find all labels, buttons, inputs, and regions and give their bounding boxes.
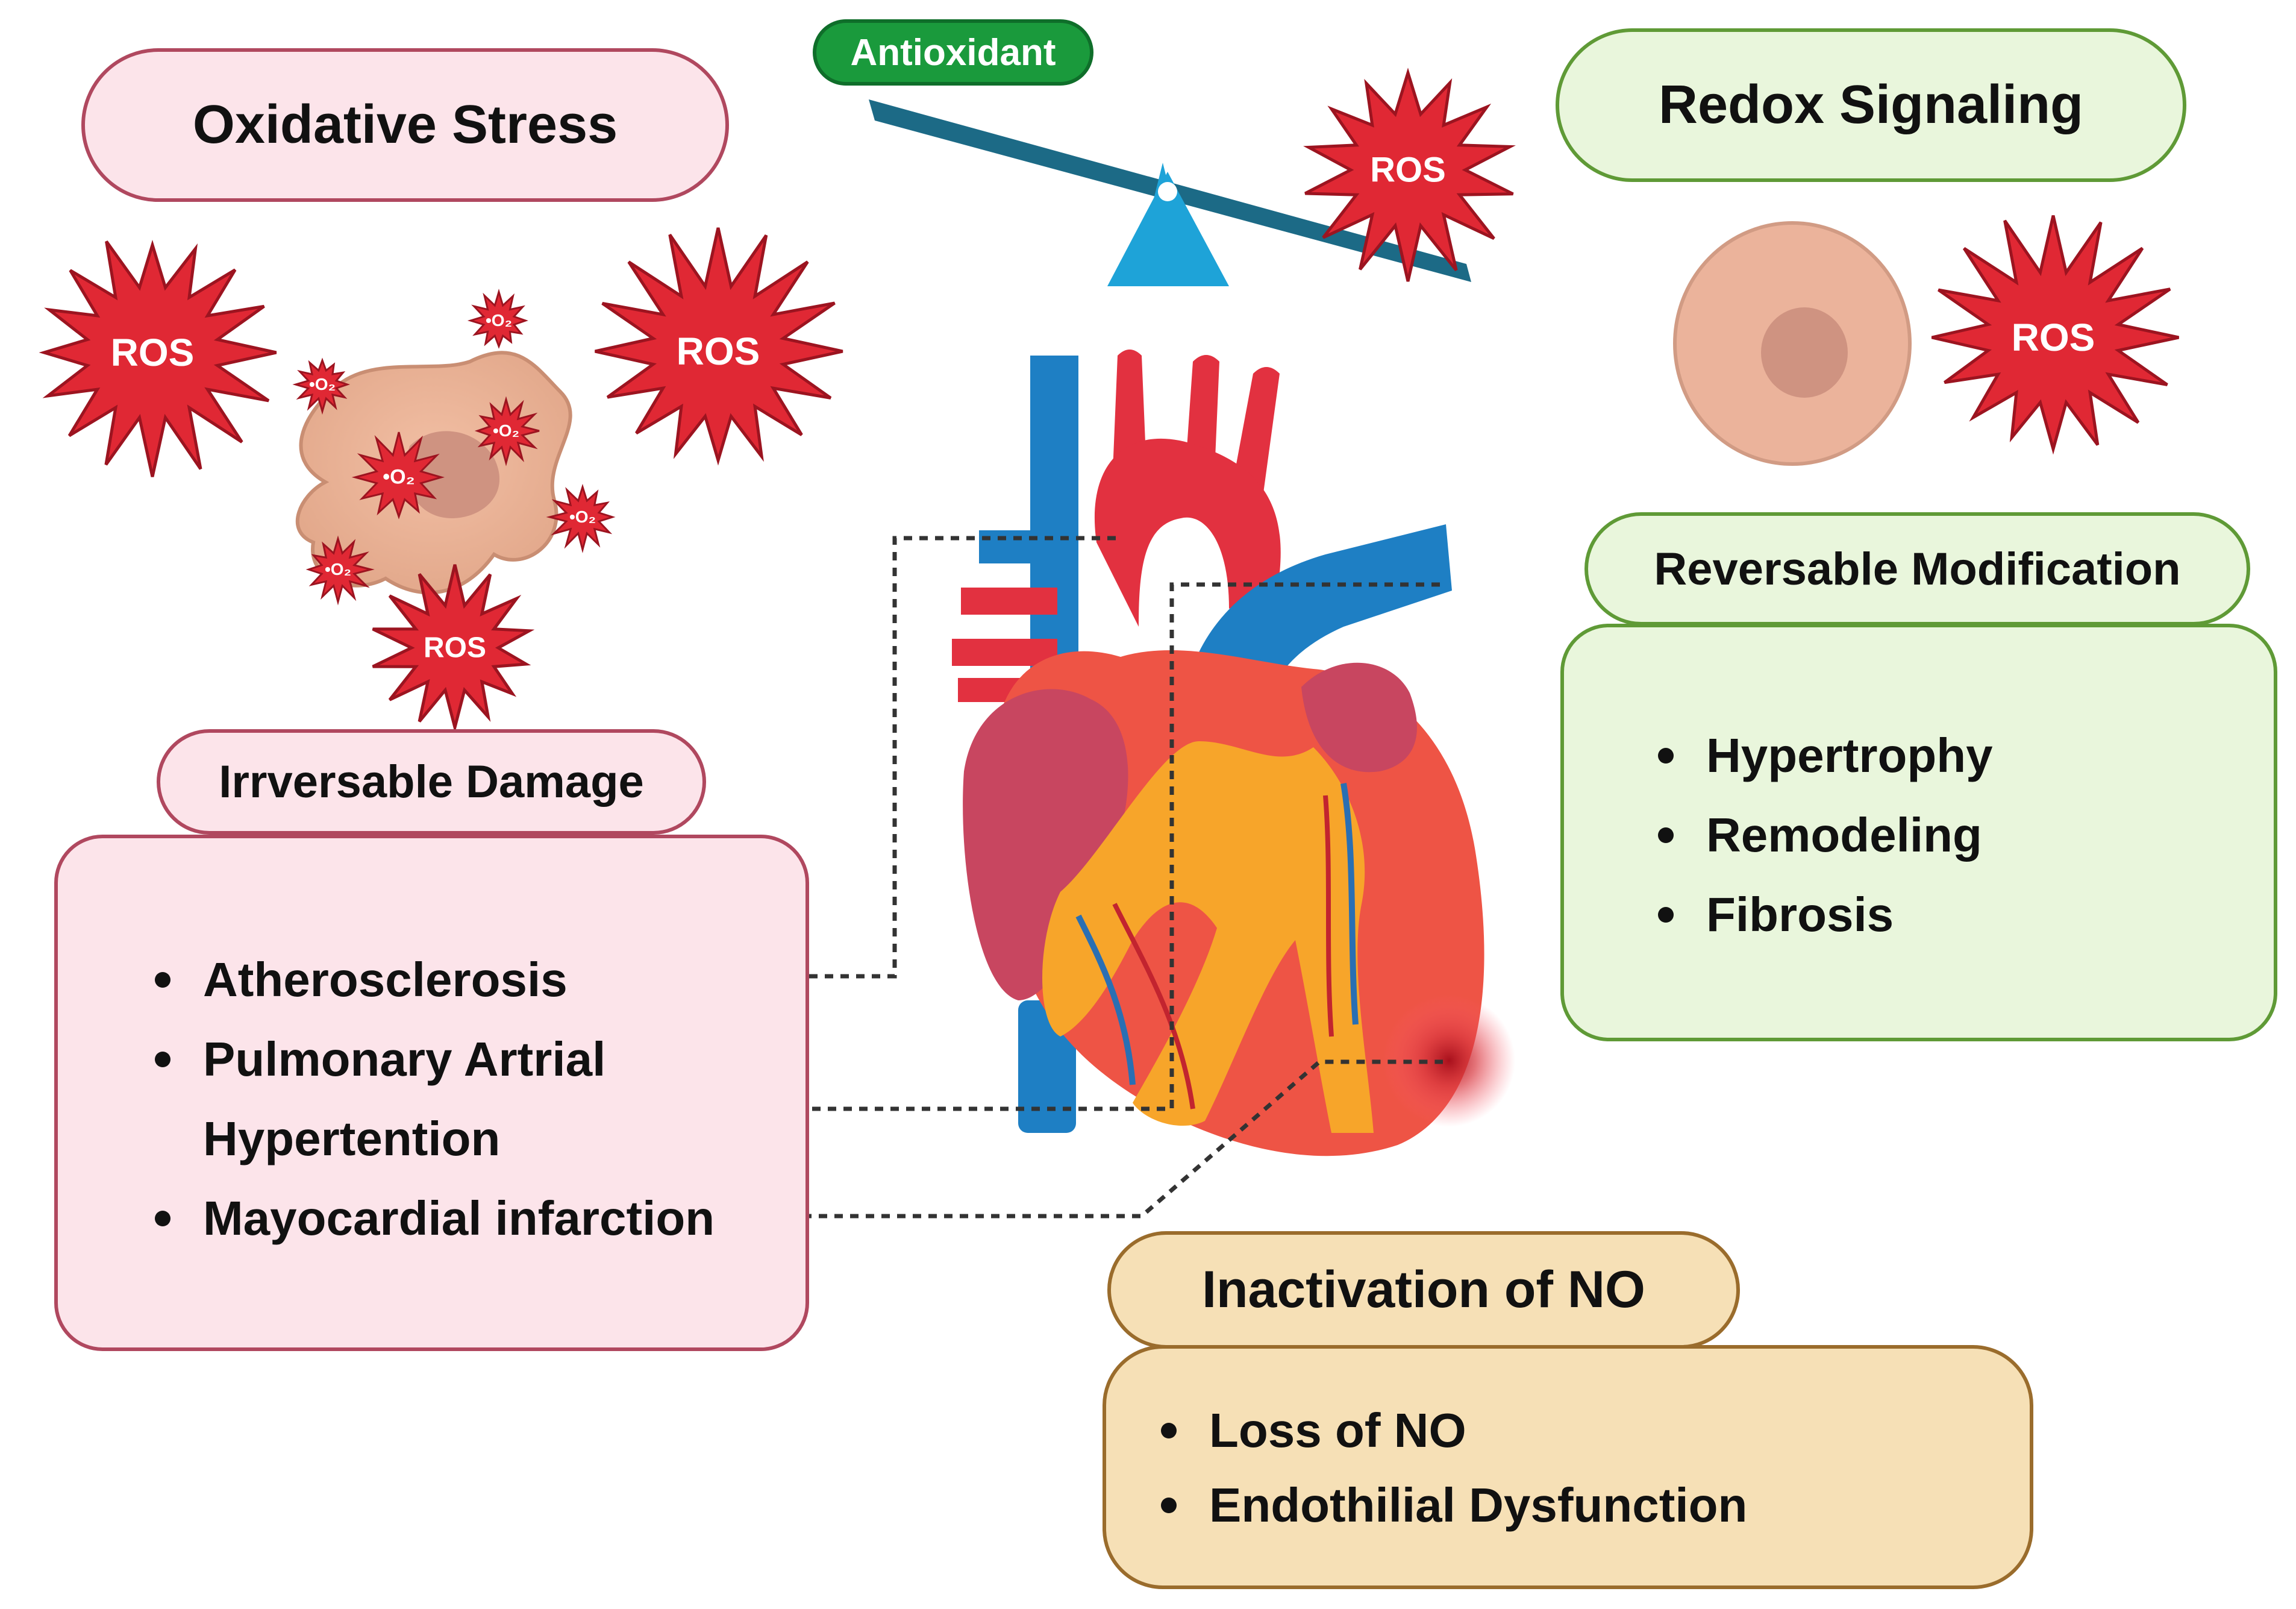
- irreversible-damage-list: Atherosclerosis Pulmonary Artrial Hypert…: [148, 940, 780, 1258]
- list-item: Pulmonary Artrial Hypertention: [148, 1020, 745, 1179]
- superoxide-label: •O₂: [324, 560, 352, 579]
- reversible-modification-list: Hypertrophy Remodeling Fibrosis: [1651, 716, 2223, 955]
- superoxide-burst-icon: [292, 357, 351, 415]
- ros-label: ROS: [110, 331, 195, 374]
- heart-icon: [952, 350, 1515, 1156]
- ros-burst-icon: [595, 227, 843, 466]
- ros-label: ROS: [423, 632, 487, 664]
- ros-label: ROS: [676, 330, 760, 373]
- superoxide-burst-icon: [351, 431, 445, 519]
- ros-burst-icon: [1303, 67, 1516, 282]
- antioxidant-label: Antioxidant: [850, 31, 1056, 74]
- irreversible-damage-header: Irrversable Damage: [157, 729, 706, 835]
- ros-label: ROS: [2011, 316, 2095, 359]
- no-inactivation-label: Inactivation of NO: [1202, 1261, 1645, 1319]
- reversible-modification-label: Reversable Modification: [1654, 543, 2181, 595]
- hypertrophy-item: Hypertrophy: [1706, 729, 1993, 782]
- ros-burst-icon: [1931, 215, 2179, 455]
- fibrosis-item: Fibrosis: [1706, 888, 1894, 941]
- no-inactivation-box: [1103, 1345, 2033, 1589]
- superoxide-label: •O₂: [308, 375, 336, 394]
- antioxidant-tag: Antioxidant: [813, 19, 1093, 86]
- superoxide-burst-icon: [546, 483, 616, 554]
- oxidative-stress-title: Oxidative Stress: [81, 48, 729, 202]
- superoxide-label: •O₂: [383, 465, 415, 489]
- pulmonary-hypertension-item: Pulmonary Artrial Hypertention: [203, 1032, 606, 1165]
- atherosclerosis-item: Atherosclerosis: [203, 953, 568, 1006]
- seesaw: [869, 99, 1471, 286]
- endothelial-dysfunction-item: Endothilial Dysfunction: [1209, 1478, 1748, 1532]
- list-item: Atherosclerosis: [148, 940, 780, 1020]
- ros-stars: [39, 67, 2179, 733]
- list-item: Fibrosis: [1651, 875, 2223, 955]
- redox-signaling-title: Redox Signaling: [1556, 28, 2186, 182]
- no-inactivation-list: Loss of NO Endothilial Dysfunction: [1154, 1393, 1816, 1543]
- healthy-cell-icon: [1673, 221, 1912, 466]
- ros-burst-icon: [39, 239, 277, 477]
- oxidative-stress-label: Oxidative Stress: [192, 95, 618, 155]
- redox-signaling-label: Redox Signaling: [1658, 75, 2084, 135]
- list-item: Mayocardial infarction: [148, 1179, 780, 1258]
- myocardial-infarction-item: Mayocardial infarction: [203, 1191, 715, 1245]
- irreversible-damage-box: [54, 835, 809, 1351]
- remodeling-item: Remodeling: [1706, 808, 1982, 862]
- superoxide-burst-icon: [305, 535, 375, 606]
- superoxide-label: •O₂: [569, 507, 596, 526]
- irreversible-damage-label: Irrversable Damage: [219, 756, 644, 808]
- reversible-modification-box: [1560, 624, 2277, 1041]
- superoxide-burst-icon: [474, 396, 540, 466]
- list-item: Loss of NO: [1154, 1393, 1816, 1468]
- loss-of-no-item: Loss of NO: [1209, 1404, 1466, 1457]
- superoxide-label: •O₂: [485, 311, 513, 330]
- superoxide-label: •O₂: [492, 421, 520, 440]
- superoxide-burst-icon: [467, 289, 528, 349]
- no-inactivation-header: Inactivation of NO: [1107, 1231, 1740, 1349]
- list-item: Remodeling: [1651, 795, 2223, 875]
- list-item: Endothilial Dysfunction: [1154, 1468, 1816, 1543]
- ros-burst-icon: [372, 564, 535, 733]
- list-item: Hypertrophy: [1651, 716, 2223, 795]
- reversible-modification-header: Reversable Modification: [1584, 512, 2250, 626]
- ros-label: ROS: [1370, 150, 1446, 190]
